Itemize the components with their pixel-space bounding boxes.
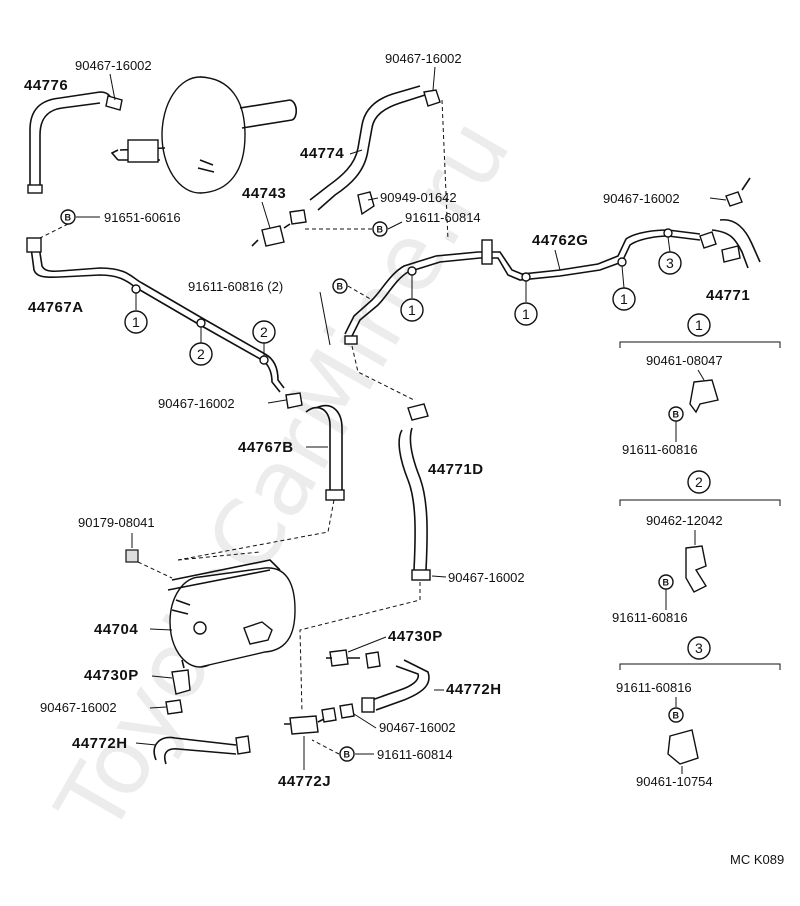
hose-44767B: [305, 404, 345, 501]
label-44704: 44704: [94, 621, 138, 638]
pipe-44762G: [344, 228, 701, 345]
svg-text:B: B: [337, 282, 344, 292]
label-44767B: 44767B: [238, 439, 294, 456]
svg-text:B: B: [377, 225, 384, 235]
callout-3-a: [658, 251, 682, 275]
label-bolt-91611-60814-b: 91611-60814: [377, 747, 453, 762]
legend-1-clip: 90461-08047: [646, 353, 723, 368]
label-44772J: 44772J: [278, 773, 331, 790]
svg-text:B: B: [344, 750, 351, 760]
pipe-44767A: [26, 237, 285, 393]
label-cap-90179-08041: 90179-08041: [78, 515, 155, 530]
valve-44730P-right: [326, 649, 381, 669]
label-44771D: 44771D: [428, 461, 484, 478]
svg-text:2: 2: [197, 346, 205, 362]
svg-text:1: 1: [408, 302, 416, 318]
label-44743: 44743: [242, 185, 286, 202]
label-clamp-90467-16002-b: 90467-16002: [385, 51, 462, 66]
label-44772H-left: 44772H: [72, 735, 128, 752]
label-44774: 44774: [300, 145, 344, 162]
hose-44774: [309, 85, 441, 216]
hose-44771: [699, 177, 761, 269]
legend-1-bolt: 91611-60816: [622, 442, 698, 457]
hose-44776: [27, 91, 123, 194]
canister-44704: [167, 559, 296, 668]
label-clamp-90467-16002-a: 90467-16002: [75, 58, 152, 73]
svg-text:2: 2: [695, 474, 703, 490]
label-bolt-91611-60814-a: 91611-60814: [405, 210, 481, 225]
label-clamp-90467-16002-d: 90467-16002: [603, 191, 680, 206]
svg-text:1: 1: [695, 317, 703, 333]
legend-2-clip: 90462-12042: [646, 513, 723, 528]
part-44743: [251, 209, 307, 247]
label-union-90949-01642: 90949-01642: [380, 190, 457, 205]
legend-group-3: 3 91611-60816 B 90461-10754: [616, 636, 781, 789]
legend-2-bolt: 91611-60816: [612, 610, 688, 625]
svg-text:2: 2: [260, 324, 268, 340]
callout-1-b: [400, 298, 424, 322]
svg-text:B: B: [673, 711, 680, 721]
diagram-code: MC K089: [730, 852, 784, 867]
hose-44772H-left: [153, 735, 251, 765]
label-bolt-91651-60616: 91651-60616: [104, 210, 181, 225]
label-44767A: 44767A: [28, 299, 84, 316]
label-clamp-90467-16002-c: 90467-16002: [158, 396, 235, 411]
label-clamp-90467-16002-g: 90467-16002: [379, 720, 456, 735]
svg-text:B: B: [663, 578, 670, 588]
svg-text:1: 1: [522, 306, 530, 322]
svg-text:3: 3: [695, 640, 703, 656]
label-clamp-90467-16002-e: 90467-16002: [448, 570, 525, 585]
svg-text:3: 3: [666, 255, 674, 271]
label-44772H-right: 44772H: [446, 681, 502, 698]
hose-44772H-right: [361, 659, 430, 713]
label-44730P-left: 44730P: [84, 667, 139, 684]
tee-44772J: [284, 707, 337, 735]
hose-44771D: [398, 403, 431, 581]
legend-group-2: 2 90462-12042 B 91611-60816: [612, 470, 781, 625]
valve-44730P-left: [171, 659, 191, 695]
legend-3-bolt: 91611-60816: [616, 680, 692, 695]
label-clamp-90467-16002-f: 90467-16002: [40, 700, 117, 715]
callout-1-d: [612, 287, 636, 311]
callout-2-b: [252, 320, 276, 344]
legend-3-clip: 90461-10754: [636, 774, 713, 789]
label-44762G: 44762G: [532, 232, 588, 249]
svg-text:B: B: [673, 410, 680, 420]
callout-2-a: [189, 342, 213, 366]
svg-text:1: 1: [132, 314, 140, 330]
label-44776: 44776: [24, 77, 68, 94]
callout-1-a: [124, 310, 148, 334]
label-bolt-91611-60816-2: 91611-60816 (2): [188, 279, 283, 294]
brake-booster: [110, 76, 298, 194]
callout-1-c: [514, 302, 538, 326]
label-44771: 44771: [706, 287, 750, 304]
svg-text:B: B: [65, 213, 72, 223]
svg-text:1: 1: [620, 291, 628, 307]
legend-group-1: 1 90461-08047 B 91611-60816: [619, 313, 781, 457]
label-44730P-right: 44730P: [388, 628, 443, 645]
